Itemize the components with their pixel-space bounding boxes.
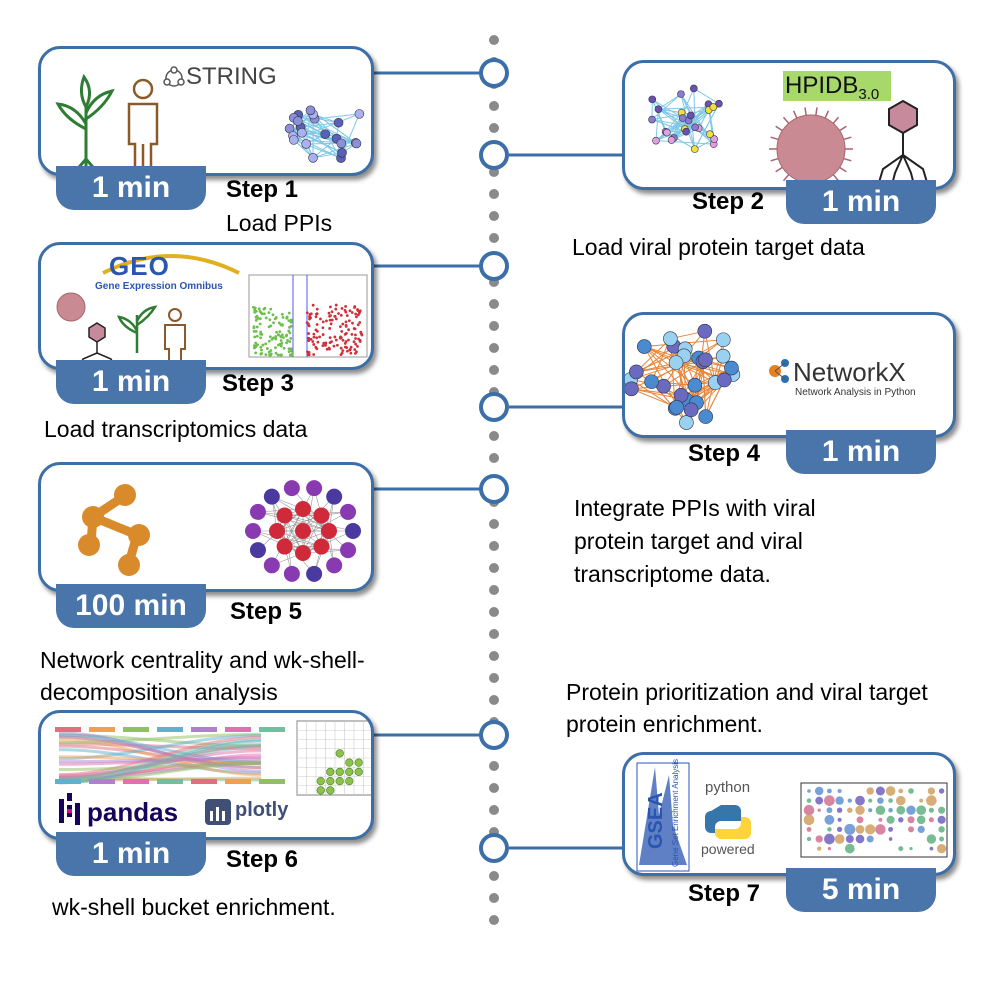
step3-description: Load transcriptomics data xyxy=(44,416,308,442)
step2-illustration xyxy=(648,71,930,187)
step6-label: Step 6 xyxy=(226,846,299,873)
geo-logo-arc xyxy=(102,254,240,275)
step7-time-badge: 5 min xyxy=(786,868,936,912)
person-small-icon xyxy=(164,308,186,367)
step3-card: GEO Gene Expression Omnibus xyxy=(38,242,374,370)
networkx-logo-icon xyxy=(769,359,789,383)
sankey-icon xyxy=(55,727,285,785)
pandas-logo-text: pandas xyxy=(87,797,179,827)
step6-description: wk-shell bucket enrichment. xyxy=(52,894,336,920)
step4-illustration xyxy=(625,323,789,430)
step2-label: Step 2 xyxy=(692,188,765,215)
plotly-logo-text: plotly xyxy=(235,799,289,821)
geo-logo-subtitle: Gene Expression Omnibus xyxy=(95,281,223,292)
person-icon xyxy=(127,78,159,173)
viral-network-icon xyxy=(648,84,723,153)
step5-card xyxy=(38,462,374,592)
step3-time-badge: 1 min xyxy=(56,360,206,404)
enrichment-bubble-chart-icon xyxy=(800,782,948,858)
step2-time-badge: 1 min xyxy=(786,180,936,224)
step2-description: Load viral protein target data xyxy=(572,234,865,260)
step6-card: pandas plotly xyxy=(38,710,374,840)
pandas-icon xyxy=(59,793,80,825)
networkx-logo-subtitle: Network Analysis in Python xyxy=(795,387,916,398)
phage-icon xyxy=(876,99,930,187)
string-logo-text: STRING xyxy=(186,63,277,90)
step4-time-badge: 1 min xyxy=(786,430,936,474)
volcano-plot-icon xyxy=(248,274,368,358)
python-icon xyxy=(705,805,751,839)
virus-small-icon xyxy=(56,292,86,322)
powered-logo-text: powered xyxy=(701,841,755,857)
step1-label: Step 1 xyxy=(226,176,299,203)
step1-time-badge: 1 min xyxy=(56,166,206,210)
step6-time-badge: 1 min xyxy=(56,832,206,876)
gsea-logo-subtitle: Gene Set Enrichment Analysis xyxy=(671,758,680,867)
kshell-network-icon xyxy=(245,480,361,582)
virus-icon xyxy=(769,107,853,187)
step5-time-badge: 100 min xyxy=(56,584,206,628)
hpidb-logo-version: 3.0 xyxy=(858,85,880,103)
hpidb-logo-box xyxy=(783,71,891,101)
ppi-network-icon xyxy=(284,105,365,163)
step4-label: Step 4 xyxy=(688,440,761,467)
step4-description: Integrate PPIs with viral protein target… xyxy=(574,495,816,587)
step2-card: HPIDB3.0 xyxy=(622,60,956,190)
python-logo-text: python xyxy=(705,779,751,796)
step6-illustration xyxy=(55,720,371,825)
step7-card: GSEA Gene Set Enrichment Analysis python… xyxy=(622,752,956,876)
step7-label: Step 7 xyxy=(688,880,761,907)
step3-label: Step 3 xyxy=(222,370,295,397)
networkx-logo-text: NetworkX xyxy=(793,357,906,387)
step7-illustration xyxy=(636,762,948,872)
step7-description: Protein prioritization and viral target … xyxy=(566,679,928,737)
hpidb-logo-text: HPIDB3.0 xyxy=(785,72,879,103)
step5-label: Step 5 xyxy=(230,598,303,625)
plant-small-icon xyxy=(117,305,158,353)
step3-illustration xyxy=(56,254,368,367)
enrichment-dot-chart-icon xyxy=(296,720,371,796)
step1-card: STRING xyxy=(38,46,374,176)
step1-description: Load PPIs xyxy=(226,210,333,236)
integrated-network-icon xyxy=(625,323,741,430)
step1-illustration xyxy=(55,66,365,173)
step5-description: Network centrality and wk-shell-decompos… xyxy=(40,647,365,705)
geo-logo-text: GEO xyxy=(109,251,170,281)
plant-icon xyxy=(55,73,115,173)
string-logo-icon xyxy=(163,66,185,87)
gsea-logo-text: GSEA xyxy=(645,792,667,849)
hpidb-logo-name: HPIDB xyxy=(785,72,859,99)
step4-card: NetworkX Network Analysis in Python xyxy=(622,312,956,438)
gsea-logo-icon xyxy=(636,762,690,872)
step5-illustration xyxy=(78,480,361,582)
